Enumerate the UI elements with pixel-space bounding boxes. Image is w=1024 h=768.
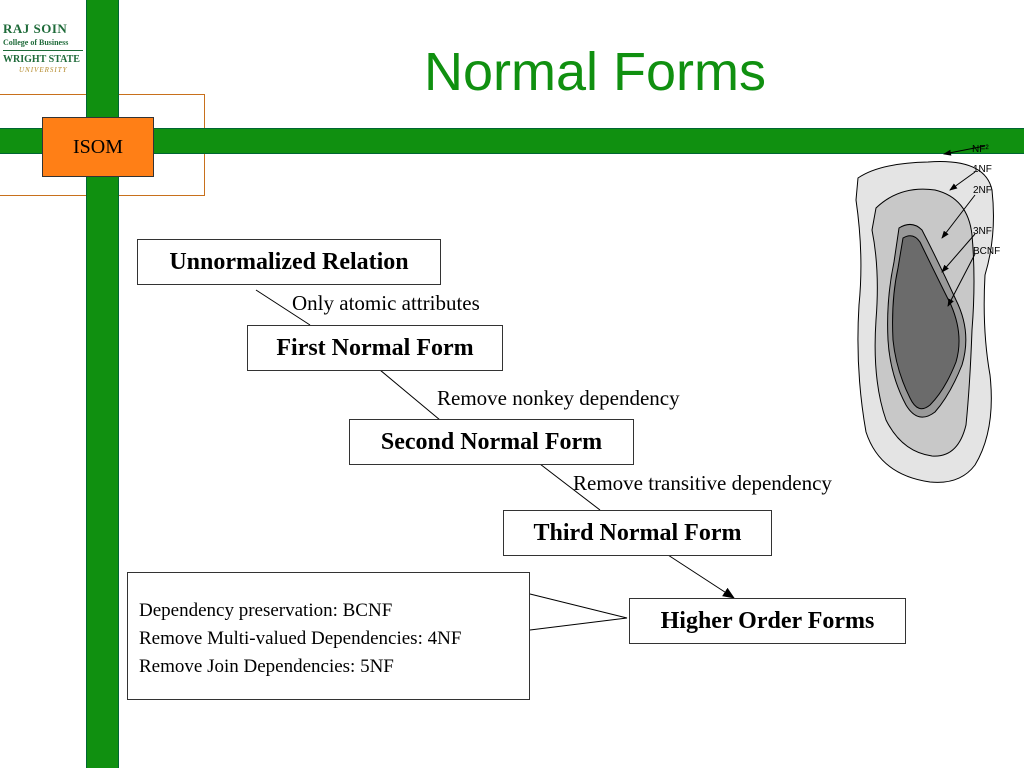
transition-label-1: Only atomic attributes: [292, 291, 480, 315]
stage-second-normal-form: Second Normal Form: [349, 419, 634, 465]
nf-label-bcnf: BCNF: [973, 246, 1000, 257]
stage-unnormalized-relation: Unnormalized Relation: [137, 239, 441, 285]
stage-third-normal-form: Third Normal Form: [503, 510, 772, 556]
logo-line-2: College of Business: [3, 38, 69, 47]
university-logo: RAJ SOIN College of Business WRIGHT STAT…: [0, 0, 86, 90]
nf-pointer-nf2: [943, 145, 986, 156]
stage-higher-order-forms: Higher Order Forms: [629, 598, 906, 644]
connector-line-1: [255, 289, 311, 326]
note-line-2: Remove Multi-valued Dependencies: 4NF: [139, 628, 462, 649]
nf-label-2nf: 2NF: [973, 185, 992, 196]
nf-region-3nf: [892, 235, 960, 410]
nf-pointer-1nf: [949, 171, 976, 191]
nf-pointer-2nf: [941, 194, 976, 239]
connector-line-3: [539, 463, 601, 511]
horizontal-green-bar: [0, 128, 1024, 154]
stage-first-normal-form: First Normal Form: [247, 325, 503, 371]
transition-label-3: Remove transitive dependency: [573, 471, 832, 495]
note-line-3: Remove Join Dependencies: 5NF: [139, 656, 394, 677]
logo-line-3: WRIGHT STATE: [3, 54, 80, 65]
note-callout-line: [529, 593, 628, 631]
page-title: Normal Forms: [423, 42, 766, 102]
isom-badge: ISOM: [42, 117, 154, 177]
note-line-1: Dependency preservation: BCNF: [139, 600, 393, 621]
nf-label-1nf: 1NF: [973, 164, 992, 175]
transition-label-2: Remove nonkey dependency: [437, 386, 680, 410]
logo-line-1: RAJ SOIN: [3, 21, 68, 36]
connector-line-2: [379, 369, 441, 421]
logo-divider: [3, 50, 83, 51]
higher-forms-note: Dependency preservation: BCNF Remove Mul…: [127, 572, 530, 700]
nf-pointer-bcnf: [947, 253, 976, 307]
nf-pointer-3nf: [941, 233, 976, 273]
nf-label-3nf: 3NF: [973, 226, 992, 237]
nf-label-nf2: NF²: [972, 144, 989, 155]
logo-line-4: UNIVERSITY: [19, 66, 68, 74]
connector-arrow-4: [667, 554, 735, 599]
